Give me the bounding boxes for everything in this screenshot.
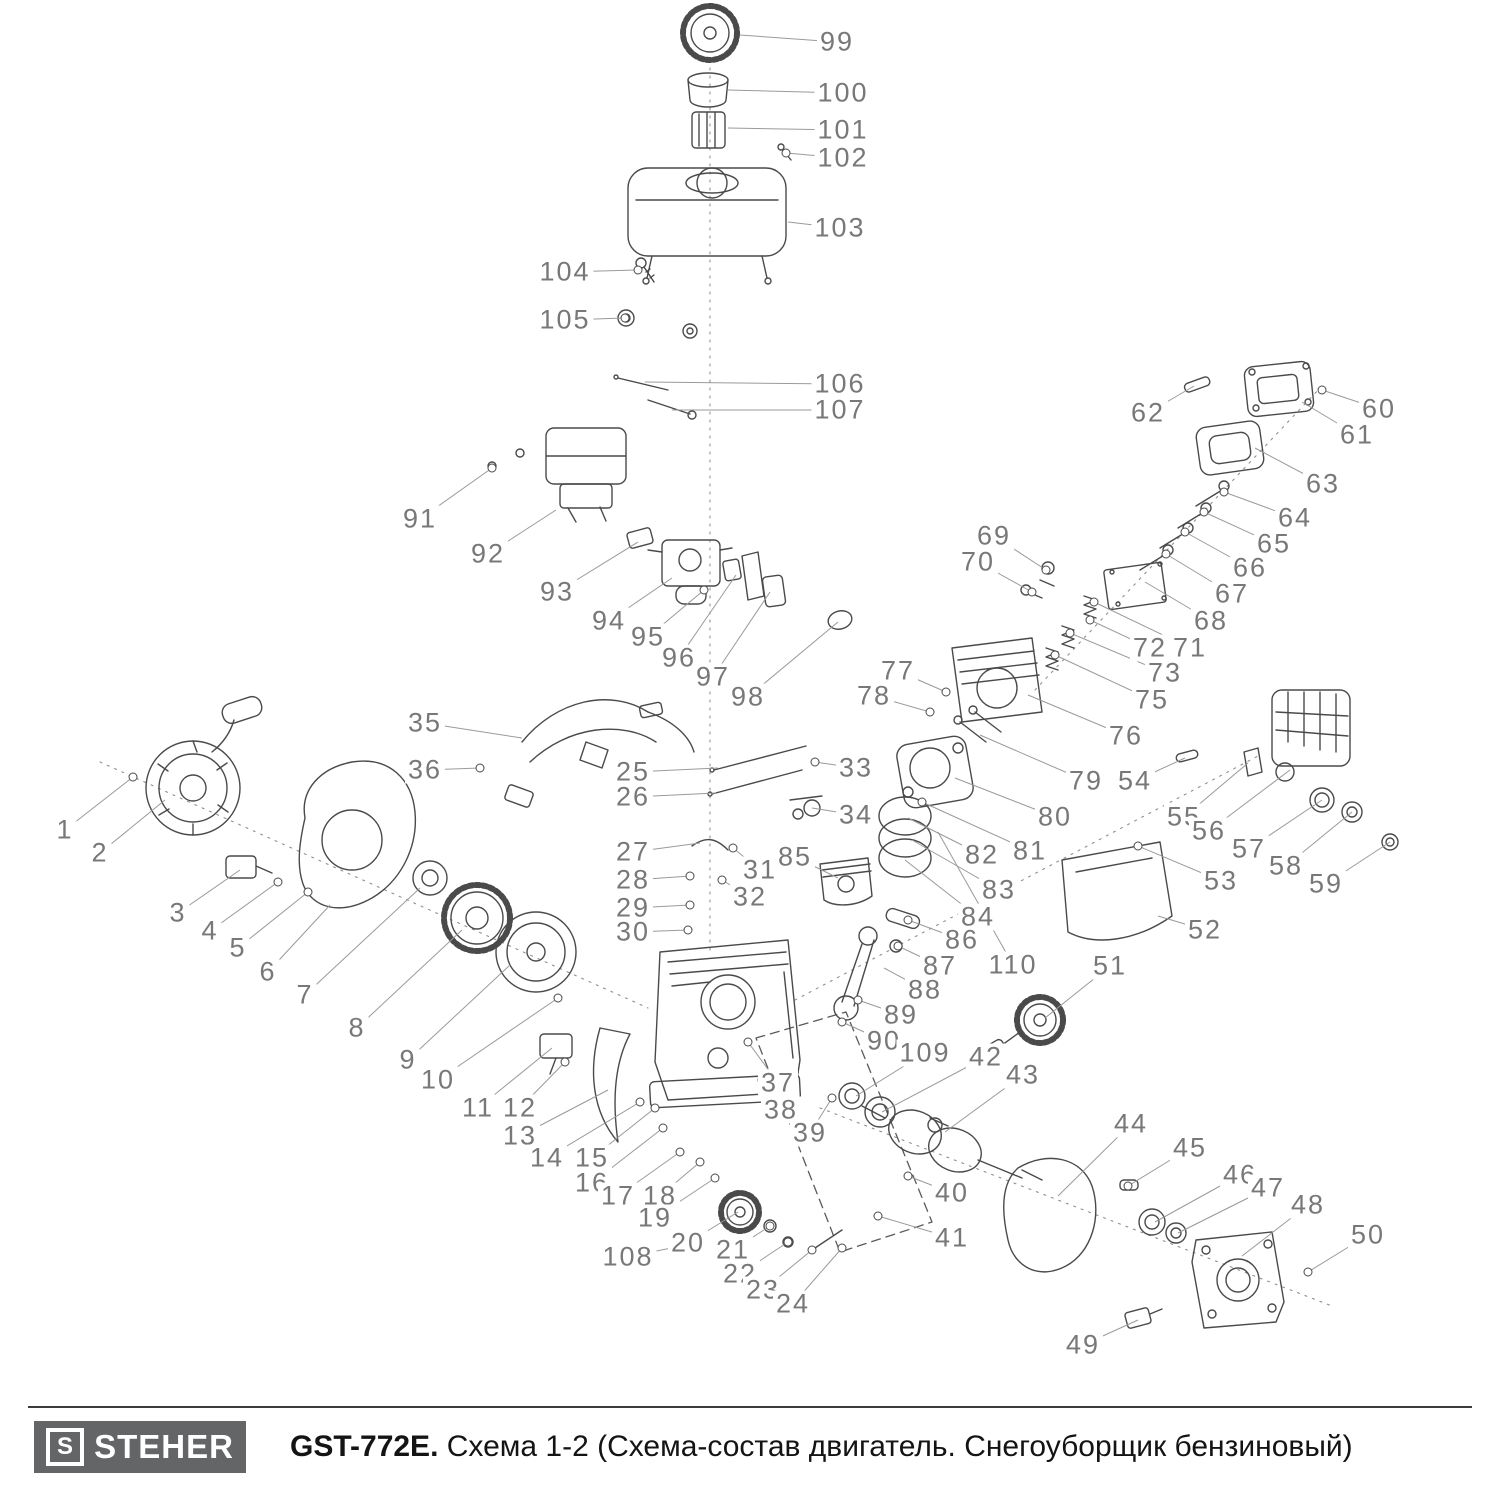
heat-shield-drawing: [1061, 841, 1173, 941]
governor-gear-drawing: [718, 1190, 843, 1251]
model-number: GST-772E.: [290, 1430, 439, 1463]
ignition-coil-drawing: [225, 855, 273, 879]
fuel-cap-drawing: [680, 3, 740, 63]
carb-gasket-drawing: [722, 558, 742, 582]
carb-bracket-drawing: [626, 527, 654, 549]
fuel-filter-drawing: [691, 111, 726, 149]
cover-seals-drawing: [1138, 1208, 1187, 1244]
ignition-module-drawing: [539, 1033, 573, 1075]
crankcase-gasket-drawing: [1003, 1157, 1097, 1273]
head-gasket-drawing: [896, 735, 974, 809]
cylinder-head-drawing: [951, 637, 1043, 723]
breather-plate-drawing: [1103, 561, 1167, 611]
valve-cover-drawing: [1243, 360, 1315, 418]
crankshaft-drawing: [861, 1105, 1043, 1181]
dashed-subassembly-outline: [755, 1011, 933, 1253]
oil-switch-drawing: [1124, 1307, 1163, 1329]
recoil-starter-drawing: [145, 740, 241, 836]
piston-drawing: [819, 857, 873, 906]
muffler-drawing: [1271, 689, 1351, 782]
brand-logo-icon: S: [46, 1428, 85, 1466]
muffler-bracket-drawing: [1175, 747, 1263, 777]
head-bolts-drawing: [953, 705, 1002, 743]
heat-insulator-drawing: [761, 574, 787, 608]
brand-logo: S STEHER: [34, 1421, 246, 1473]
piston-rings-drawing: [878, 796, 932, 878]
flywheel-drawing: [495, 911, 577, 993]
wiring-harness-drawing: [504, 699, 695, 808]
fan-housing-drawing: [298, 760, 417, 909]
ratchet-gear-drawing: [441, 882, 513, 954]
air-filter-drawing: [545, 427, 627, 523]
starter-handle-drawing: [211, 695, 263, 753]
carburetor-drawing: [647, 539, 733, 605]
throttle-rod-drawing: [613, 374, 697, 420]
tank-bolt-drawing: [635, 257, 655, 283]
intake-gasket-drawing: [827, 610, 853, 630]
starter-cup-drawing: [412, 860, 448, 896]
breather-pin-drawing: [1183, 376, 1211, 393]
fuel-tank-drawing: [627, 167, 787, 285]
schema-description: Схема 1-2 (Схема-состав двигатель. Снего…: [446, 1430, 1353, 1463]
footer: S STEHER GST-772E. Схема 1-2 (Схема-сост…: [34, 1421, 1353, 1473]
brand-name: STEHER: [94, 1428, 234, 1465]
oil-seal-drawing: [838, 1082, 866, 1110]
shroud-plate-drawing: [592, 1027, 631, 1143]
diagram-title: GST-772E. Схема 1-2 (Схема-состав двигат…: [290, 1430, 1353, 1464]
crankcase-cover-drawing: [1191, 1231, 1285, 1329]
fuel-cap-gasket-drawing: [687, 72, 729, 108]
engine-block-drawing: [648, 939, 802, 1109]
muffler-gaskets-drawing: [1309, 787, 1399, 851]
footer-divider: [28, 1406, 1472, 1408]
assembly-axis-lines: [99, 59, 1333, 1307]
valve-cover-gasket-drawing: [1195, 420, 1265, 476]
